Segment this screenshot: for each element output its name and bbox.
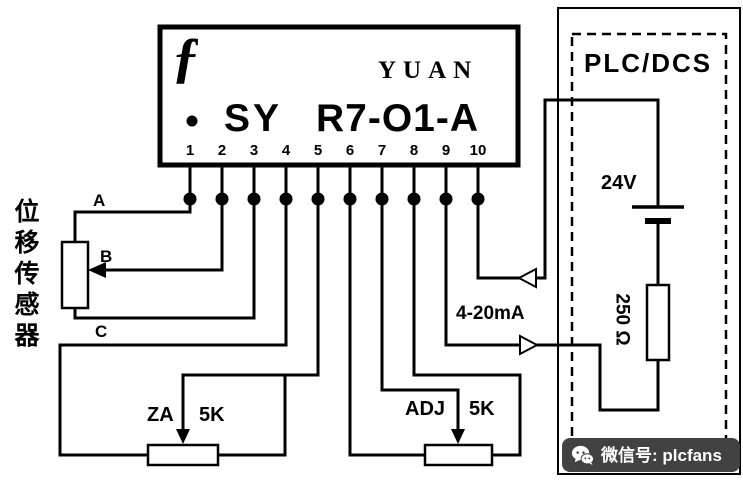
za-potentiometer xyxy=(146,443,220,467)
wire-pin7-adj-wiper xyxy=(380,197,460,431)
yuan-logo-icon: ƒ xyxy=(172,27,200,89)
pin-label-1: 1 xyxy=(185,142,195,159)
pin-label-8: 8 xyxy=(409,142,419,159)
wechat-eye xyxy=(582,450,585,454)
supply-voltage-label: 24V xyxy=(601,172,637,194)
za-name-label: ZA xyxy=(147,404,174,426)
watermark-text: 微信号: plcfans xyxy=(601,445,722,465)
adj-value-label: 5K xyxy=(469,398,495,420)
pin-dot-8 xyxy=(407,192,421,206)
pin-label-6: 6 xyxy=(345,142,355,159)
wechat-icon xyxy=(571,445,594,465)
terminal-a-label: A xyxy=(93,191,106,210)
pin-dot-7 xyxy=(375,192,389,206)
sensor-label: 位移传感器 xyxy=(11,198,39,353)
wechat-eye xyxy=(588,456,591,459)
watermark-bar: 微信号: plcfans xyxy=(562,438,740,472)
wire-pin5-za-wiper xyxy=(181,197,320,457)
wechat-small-tail xyxy=(589,462,593,465)
pin-label-9: 9 xyxy=(441,142,451,159)
load-resistor-box xyxy=(645,283,671,362)
wechat-eye xyxy=(584,456,587,459)
sensor-potentiometer xyxy=(60,240,90,310)
wire-pin10-loop-upper xyxy=(476,98,660,280)
plc-outer-box xyxy=(557,7,741,475)
pin-terminals xyxy=(183,165,485,206)
pin-dot-6 xyxy=(343,192,357,206)
flow-arrow-upper-icon xyxy=(516,267,537,289)
wechat-big-tail xyxy=(574,457,580,462)
pin-label-10: 10 xyxy=(469,142,487,159)
pin-label-3: 3 xyxy=(249,142,259,159)
model-suffix-label: R7-O1-A xyxy=(316,97,480,140)
module-box xyxy=(157,24,521,168)
terminal-b-label: B xyxy=(100,247,113,266)
wire-c-pin3 xyxy=(73,197,256,320)
pin-label-2: 2 xyxy=(217,142,227,159)
wire-pin6-adj-left xyxy=(348,197,425,457)
adj-name-label: ADJ xyxy=(405,398,446,420)
model-prefix-label: SY xyxy=(224,97,283,140)
model-dot xyxy=(186,115,198,127)
pin-label-5: 5 xyxy=(313,142,323,159)
wire-pin8-adj-right xyxy=(412,197,522,457)
wire-pin4-za-left xyxy=(58,197,288,457)
signal-range-label: 4-20mA xyxy=(456,303,525,324)
pin-stubs xyxy=(188,165,480,197)
adj-wiper-arrow-icon xyxy=(451,429,465,444)
wechat-eye xyxy=(576,450,579,454)
adj-potentiometer xyxy=(423,443,494,467)
pin-dot-9 xyxy=(439,192,453,206)
flow-arrow-lower-icon xyxy=(519,334,540,356)
pin-dot-5 xyxy=(311,192,325,206)
terminal-c-label: C xyxy=(95,322,108,341)
wechat-small-bubble xyxy=(580,452,594,464)
pin-dot-1 xyxy=(183,192,197,206)
pin-label-7: 7 xyxy=(377,142,387,159)
brand-label: YUAN xyxy=(378,57,479,84)
za-value-label: 5K xyxy=(199,404,225,426)
pin-dot-2 xyxy=(215,192,229,206)
plc-title: PLC/DCS xyxy=(584,48,713,78)
pin-dot-4 xyxy=(279,192,293,206)
load-resistor-label: 250 Ω xyxy=(611,293,633,346)
pin-dot-10 xyxy=(471,192,485,206)
za-wiper-arrow-icon xyxy=(176,429,190,444)
pin-label-4: 4 xyxy=(281,142,291,159)
wire-b-pin2 xyxy=(104,197,224,272)
pin-dot-3 xyxy=(247,192,261,206)
plc-dashed-box xyxy=(570,32,728,458)
sensor-wiper-arrow-icon xyxy=(88,262,106,278)
wire-pin9-loop-lower xyxy=(444,197,660,412)
